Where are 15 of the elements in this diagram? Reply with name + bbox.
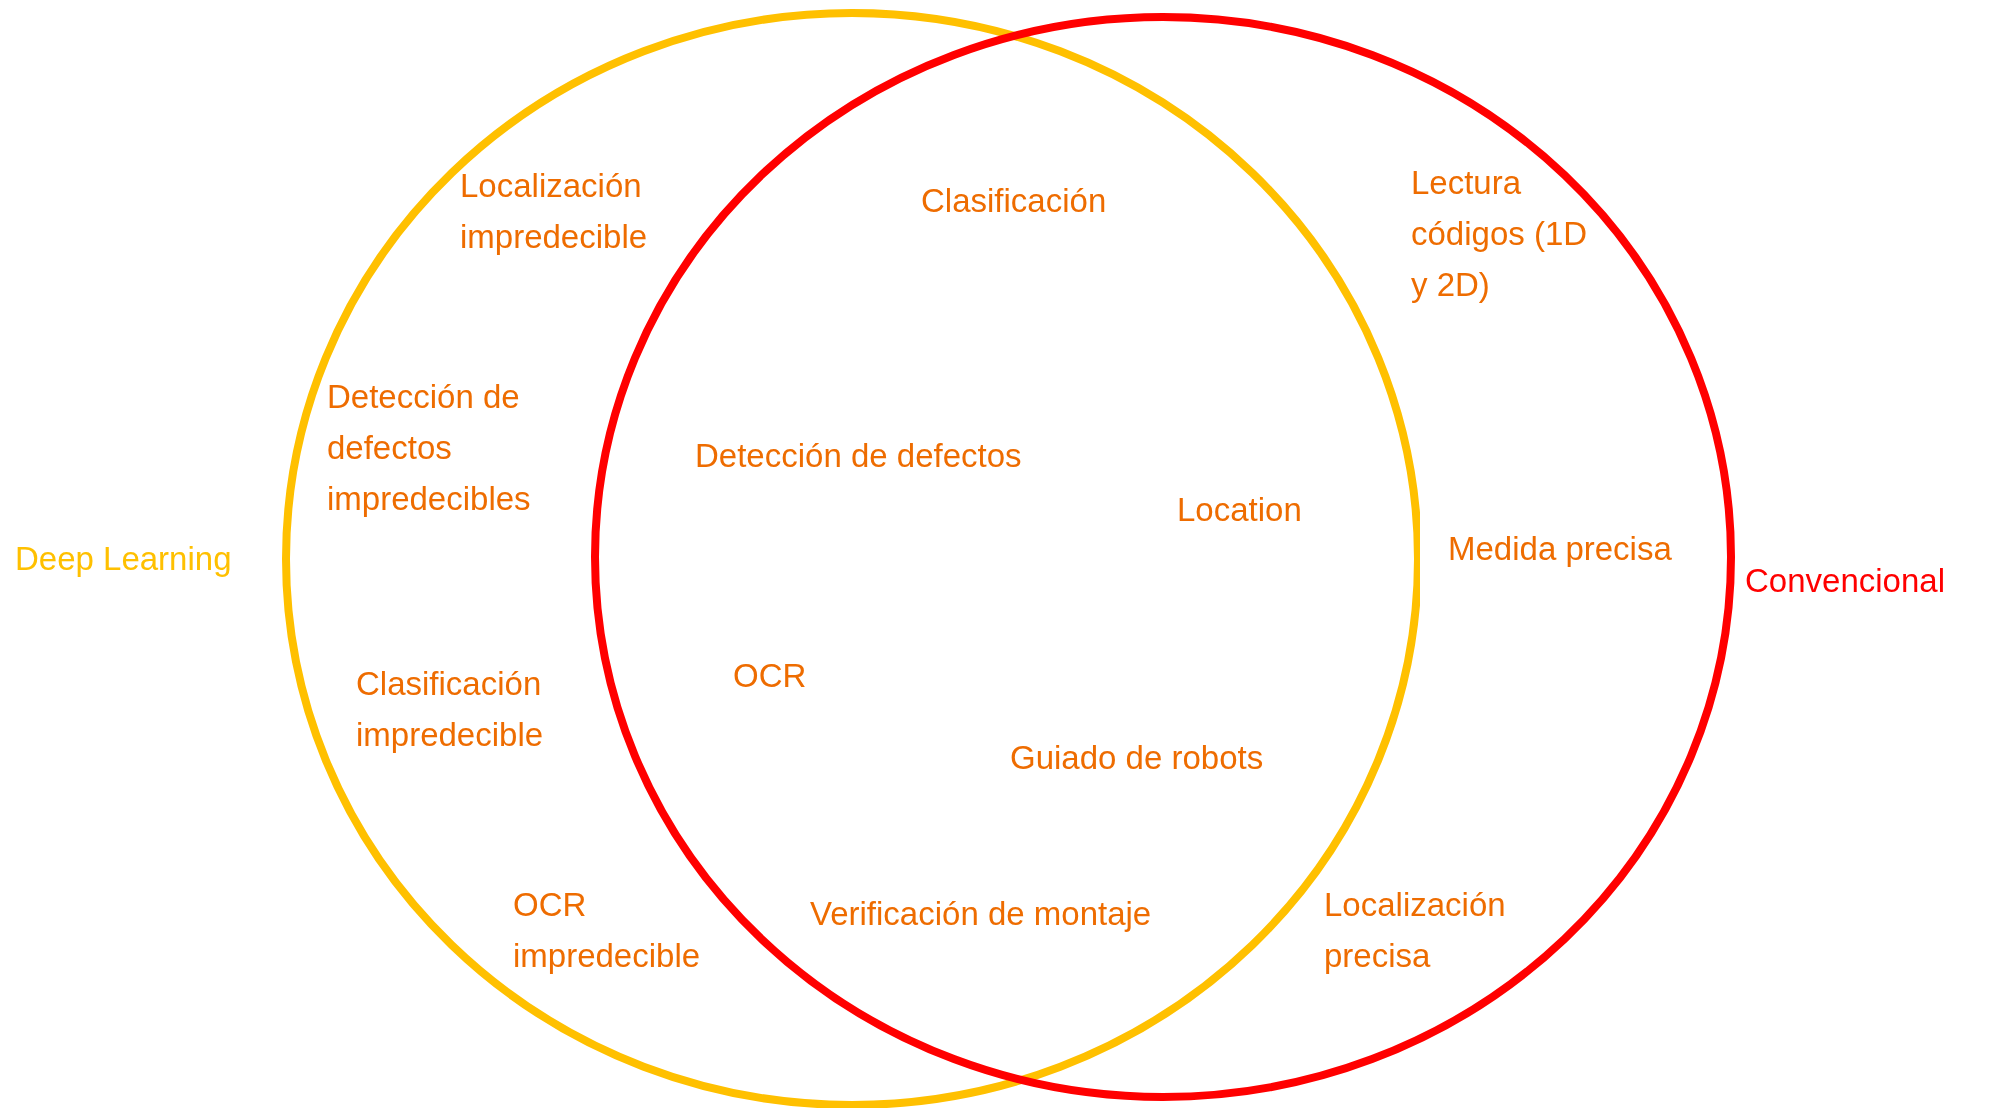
venn-item: Detección de defectos: [695, 430, 1115, 481]
venn-item: Lectura códigos (1D y 2D): [1411, 157, 1591, 310]
venn-item: Clasificación impredecible: [356, 658, 606, 760]
venn-item: Medida precisa: [1448, 523, 1738, 574]
set-label: Convencional: [1745, 561, 1945, 601]
venn-item: OCR impredecible: [513, 879, 773, 981]
set-label: Deep Learning: [15, 539, 232, 579]
venn-item: Verificación de montaje: [810, 888, 1250, 939]
venn-item: Localización precisa: [1324, 879, 1564, 981]
venn-item: Guiado de robots: [1010, 732, 1350, 783]
venn-item: Location: [1177, 484, 1377, 535]
venn-item: Detección de defectos impredecibles: [327, 371, 597, 524]
venn-item: Clasificación: [921, 175, 1181, 226]
venn-item: OCR: [733, 650, 853, 701]
venn-item: Localización impredecible: [460, 160, 710, 262]
